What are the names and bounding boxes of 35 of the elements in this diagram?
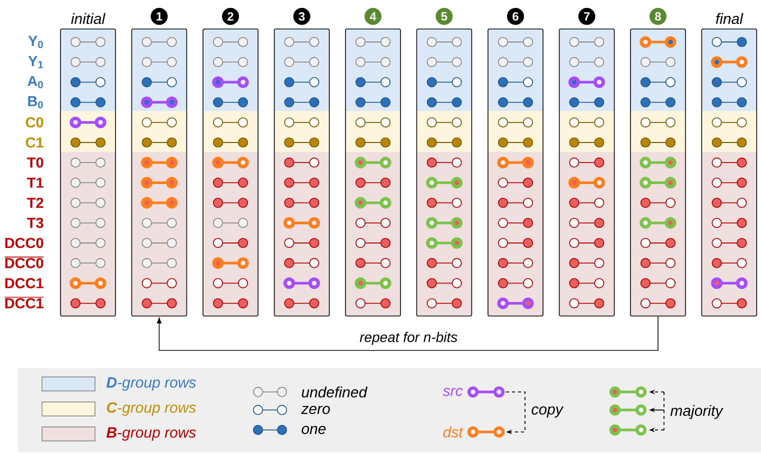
row-label: T1 [27, 178, 44, 188]
row-label: Y$_{0}$ [28, 36, 43, 48]
node-label: 4 [370, 12, 376, 21]
legend-label: copy [532, 406, 564, 418]
node-label: 3 [298, 12, 305, 21]
node-label: 8 [655, 12, 661, 21]
legend-label: one [302, 426, 326, 434]
node-label: 6 [512, 12, 518, 21]
node-label: final [716, 13, 744, 24]
legend-label: src [442, 388, 463, 396]
row-label: A$_{0}$ [28, 76, 43, 88]
row-label: T0 [27, 157, 44, 168]
node-label: 5 [441, 12, 448, 21]
node-label: 1 [156, 12, 162, 21]
node-label: initial [71, 13, 106, 24]
legend-label: undefined [302, 386, 368, 398]
edge-label: repeat for n-bits [358, 330, 459, 346]
node-label: 7 [584, 12, 590, 21]
row-label: C1 [26, 137, 44, 148]
row-label: DCC1 [5, 278, 44, 288]
row-label: DCC0 [4, 256, 44, 268]
row-label: T3 [27, 218, 44, 228]
legend-label: zero [301, 406, 330, 414]
node-label: 2 [228, 12, 234, 21]
row-label: T2 [27, 198, 44, 208]
row-label: Y$_{1}$ [28, 56, 44, 68]
legend-label: C-group rows [106, 402, 196, 416]
row-label: C0 [26, 117, 44, 128]
legend-label: dst [443, 426, 464, 438]
row-label: DCC0 [5, 238, 44, 248]
legend-label: majority [670, 405, 724, 419]
row-label: DCC1 [4, 296, 44, 308]
legend-label: B-group rows [106, 427, 196, 441]
row-label: B$_{0}$ [28, 96, 43, 108]
legend-label: D-group rows [106, 377, 196, 391]
